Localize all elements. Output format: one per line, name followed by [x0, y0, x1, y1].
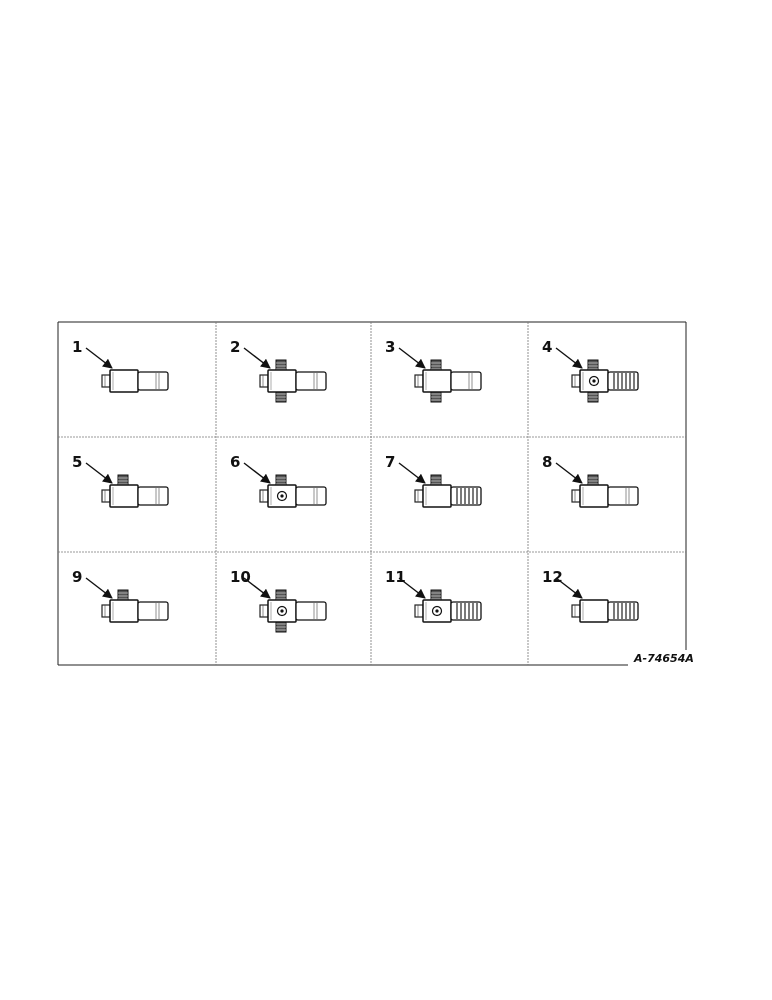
part-number-label: 1 — [72, 338, 82, 356]
part-number-label: 8 — [542, 453, 552, 471]
straight-adapter — [101, 369, 169, 393]
left-nipple — [259, 489, 269, 503]
cross-fitting — [259, 589, 327, 633]
tee-fitting — [101, 589, 169, 623]
fitting-body — [109, 599, 139, 623]
fitting-body — [267, 369, 297, 393]
left-nipple — [101, 489, 111, 503]
tail-barb — [450, 371, 482, 391]
part-number-label: 3 — [385, 338, 395, 356]
tee-fitting — [414, 589, 482, 623]
part-number-label: 5 — [72, 453, 82, 471]
parts-grid — [57, 321, 687, 666]
callout-arrow — [555, 347, 583, 369]
tail-barb — [295, 601, 327, 621]
tee-fitting — [259, 474, 327, 508]
left-nipple — [571, 604, 581, 618]
part-cell-9: 9 — [72, 568, 169, 623]
left-nipple — [571, 374, 581, 388]
part-number-label: 2 — [230, 338, 240, 356]
tail-barb — [137, 371, 169, 391]
part-number-label: 6 — [230, 453, 240, 471]
callout-arrow — [555, 577, 583, 599]
part-number-label: 11 — [385, 568, 406, 586]
callout-arrow — [243, 347, 271, 369]
part-cell-4: 4 — [542, 338, 639, 403]
fitting-body — [109, 369, 139, 393]
part-cell-7: 7 — [385, 453, 482, 508]
tee-fitting — [414, 474, 482, 508]
part-cell-11: 11 — [385, 568, 482, 623]
part-cell-5: 5 — [72, 453, 169, 508]
left-nipple — [259, 374, 269, 388]
tail-barb — [295, 486, 327, 506]
fitting-body — [422, 484, 452, 508]
straight-adapter — [571, 599, 639, 623]
elbow-fitting — [101, 474, 169, 508]
part-number-label: 10 — [230, 568, 251, 586]
callout-arrow — [85, 462, 113, 484]
left-nipple — [414, 604, 424, 618]
part-cell-3: 3 — [385, 338, 482, 403]
callout-arrow — [398, 462, 426, 484]
part-number-label: 4 — [542, 338, 552, 356]
fitting-body — [579, 599, 609, 623]
part-number-label: 9 — [72, 568, 82, 586]
elbow-fitting — [571, 474, 639, 508]
part-cell-8: 8 — [542, 453, 639, 508]
tail-barb — [137, 601, 169, 621]
left-nipple — [101, 374, 111, 388]
cross-hole-center — [280, 494, 284, 498]
cross-fitting — [414, 359, 482, 403]
callout-arrow — [243, 577, 271, 599]
part-number-label: 7 — [385, 453, 395, 471]
left-nipple — [259, 604, 269, 618]
callout-arrow — [85, 347, 113, 369]
cross-hole-center — [592, 379, 596, 383]
callout-arrow — [243, 462, 271, 484]
callout-arrow — [398, 577, 426, 599]
figure-reference-code: A-74654A — [633, 652, 694, 665]
cross-fitting — [259, 359, 327, 403]
part-cell-1: 1 — [72, 338, 169, 393]
tail-barb — [295, 371, 327, 391]
part-number-label: 12 — [542, 568, 563, 586]
callout-arrow — [555, 462, 583, 484]
callout-arrow — [85, 577, 113, 599]
cross-hole-center — [435, 609, 439, 613]
tail-barb — [607, 486, 639, 506]
fitting-body — [422, 369, 452, 393]
cross-hole-center — [280, 609, 284, 613]
callout-arrow — [398, 347, 426, 369]
part-cell-2: 2 — [230, 338, 327, 403]
part-cell-6: 6 — [230, 453, 327, 508]
left-nipple — [571, 489, 581, 503]
fitting-body — [579, 484, 609, 508]
part-cell-10: 10 — [230, 568, 327, 633]
cross-fitting — [571, 359, 639, 403]
part-cell-12: 12 — [542, 568, 639, 623]
left-nipple — [101, 604, 111, 618]
left-nipple — [414, 374, 424, 388]
tail-barb — [137, 486, 169, 506]
fitting-body — [109, 484, 139, 508]
left-nipple — [414, 489, 424, 503]
